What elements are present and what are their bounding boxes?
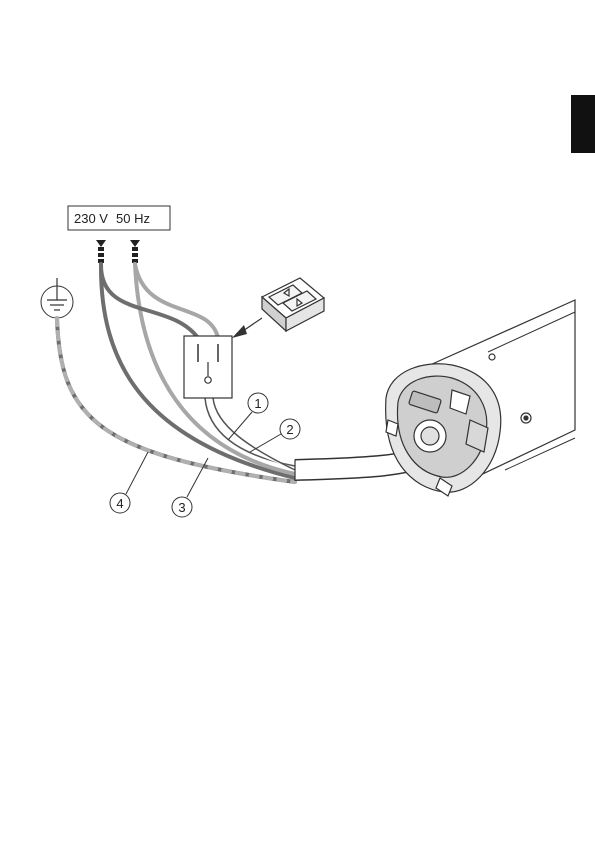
pointer-arrow xyxy=(232,318,262,338)
callout-1: 1 xyxy=(228,393,268,440)
tubular-motor xyxy=(386,300,575,496)
callout-1-number: 1 xyxy=(254,396,261,411)
callout-4-number: 4 xyxy=(116,496,123,511)
callout-2: 2 xyxy=(250,419,300,452)
wire-terminal-left xyxy=(96,240,106,263)
wire-bundle xyxy=(57,264,295,482)
wire-dark-to-switch xyxy=(101,264,198,338)
supply-label-box: 230 V 50 Hz xyxy=(68,206,170,230)
up-down-switch-icon xyxy=(262,278,324,331)
wall-switch xyxy=(184,336,232,398)
supply-frequency-label: 50 Hz xyxy=(116,211,150,226)
callout-4: 4 xyxy=(110,452,148,513)
ground-symbol-icon xyxy=(41,278,73,318)
callout-3-number: 3 xyxy=(178,500,185,515)
wire-light-to-switch xyxy=(135,264,218,338)
wire-terminal-right xyxy=(130,240,140,263)
callout-2-number: 2 xyxy=(286,422,293,437)
supply-voltage-label: 230 V xyxy=(74,211,108,226)
